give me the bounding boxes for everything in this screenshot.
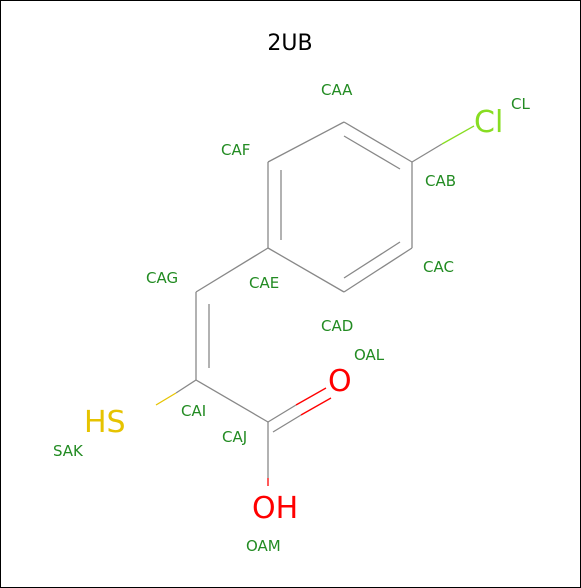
- bond-cai-sak: [175, 379, 197, 394]
- atom-label-caj: CAJ: [222, 428, 247, 446]
- bond-cab-cl-green: [441, 125, 475, 145]
- bond-cac-cad-inner: [343, 241, 401, 279]
- bond-caa-cab: [343, 121, 413, 163]
- bonds: [195, 121, 413, 478]
- atom-labels: CAA CAF CL CAB CAC CAG CAE CAD OAL CAI C…: [53, 81, 530, 555]
- bond-caj-oal-b-red: [300, 397, 332, 416]
- bond-caa-cab-inner: [343, 135, 401, 170]
- bond-cab-cl: [411, 143, 443, 163]
- hydroxyl-symbol: OH: [252, 491, 298, 526]
- oxygen-symbol: O: [328, 364, 352, 399]
- bond-cac-cad: [343, 247, 413, 293]
- bond-caj-oal-b: [272, 414, 302, 433]
- heteroatom-bonds: [155, 125, 475, 486]
- atom-label-cai: CAI: [181, 402, 206, 420]
- atom-label-oam: OAM: [246, 537, 281, 555]
- atom-label-cac: CAC: [423, 258, 454, 276]
- bond-caj-oal-a-red: [295, 387, 327, 406]
- thiol-symbol: HS: [84, 405, 126, 440]
- bond-cad-cae: [267, 247, 345, 293]
- bond-cae-cag: [195, 247, 269, 293]
- atom-label-caf: CAF: [221, 141, 250, 159]
- bond-caj-oal-a: [267, 404, 297, 423]
- bond-cai-sak-yellow: [155, 392, 177, 406]
- atom-label-cag: CAG: [146, 269, 178, 287]
- atom-label-cab: CAB: [425, 172, 456, 190]
- atom-label-cl: CL: [511, 95, 530, 113]
- atom-label-sak: SAK: [53, 442, 84, 460]
- atom-label-cad: CAD: [321, 317, 353, 335]
- diagram-title: 2UB: [267, 31, 312, 56]
- atom-label-cae: CAE: [249, 274, 279, 292]
- bond-cai-caj: [195, 379, 269, 423]
- atom-label-oal: OAL: [354, 346, 385, 364]
- chlorine-symbol: Cl: [474, 105, 503, 140]
- bond-caf-caa: [267, 121, 345, 163]
- atom-label-caa: CAA: [321, 81, 353, 99]
